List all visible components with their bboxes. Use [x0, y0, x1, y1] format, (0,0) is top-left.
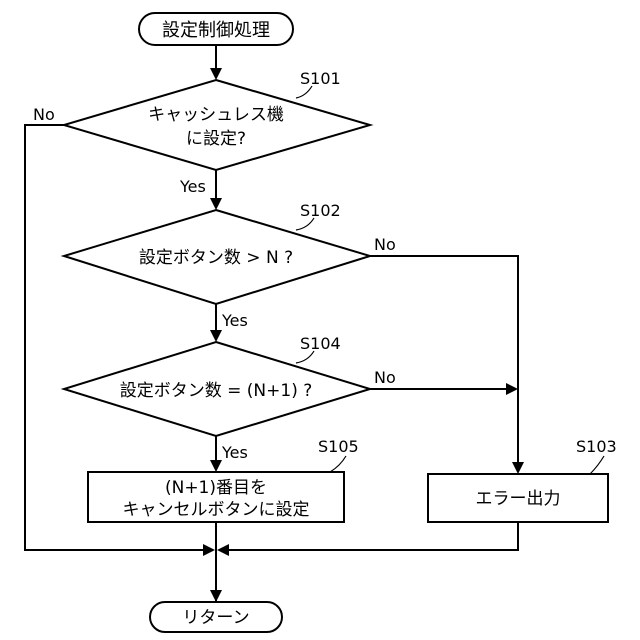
process-s105-line2: キャンセルボタンに設定: [123, 500, 310, 520]
step-leader: [330, 456, 346, 472]
connector-s102-no: [370, 256, 518, 466]
arrowhead: [512, 462, 524, 474]
yes-label-s104: Yes: [221, 443, 248, 462]
arrowhead: [210, 68, 222, 80]
arrowhead: [210, 590, 222, 602]
end-label: リターン: [182, 608, 249, 628]
decision-s101: キャッシュレス機 に設定? S101 No Yes: [33, 69, 370, 196]
process-s103-text: エラー出力: [476, 489, 561, 509]
no-label-s104: No: [374, 368, 396, 387]
start-label: 設定制御処理: [162, 20, 270, 41]
decision-s101-line2: に設定?: [186, 129, 246, 149]
decision-s102-text: 設定ボタン数 > N ?: [139, 248, 293, 268]
step-label-s101: S101: [300, 69, 341, 88]
step-label-s103: S103: [576, 437, 617, 456]
connector-s103-merge: [228, 522, 518, 550]
yes-label-s102: Yes: [221, 311, 248, 330]
no-label-s102: No: [374, 235, 396, 254]
decision-s104-text: 設定ボタン数 = (N+1) ?: [120, 381, 313, 401]
arrowhead: [210, 330, 222, 342]
end-terminal: リターン: [150, 602, 282, 632]
process-s103: エラー出力 S103: [428, 437, 617, 522]
decision-s102: 設定ボタン数 > N ? S102 No Yes: [64, 201, 396, 330]
arrowhead: [506, 383, 518, 395]
no-label-s101: No: [33, 105, 55, 124]
process-s105-line1: (N+1)番目を: [165, 478, 267, 498]
step-label-s105: S105: [318, 437, 359, 456]
step-leader: [590, 456, 604, 474]
arrowhead: [210, 198, 222, 210]
step-label-s102: S102: [300, 201, 341, 220]
arrowhead: [210, 460, 222, 472]
yes-label-s101: Yes: [179, 177, 206, 196]
start-terminal: 設定制御処理: [139, 13, 293, 45]
decision-s101-line1: キャッシュレス機: [148, 105, 284, 125]
arrowhead: [217, 544, 229, 556]
step-label-s104: S104: [300, 334, 341, 353]
arrowhead: [203, 544, 215, 556]
